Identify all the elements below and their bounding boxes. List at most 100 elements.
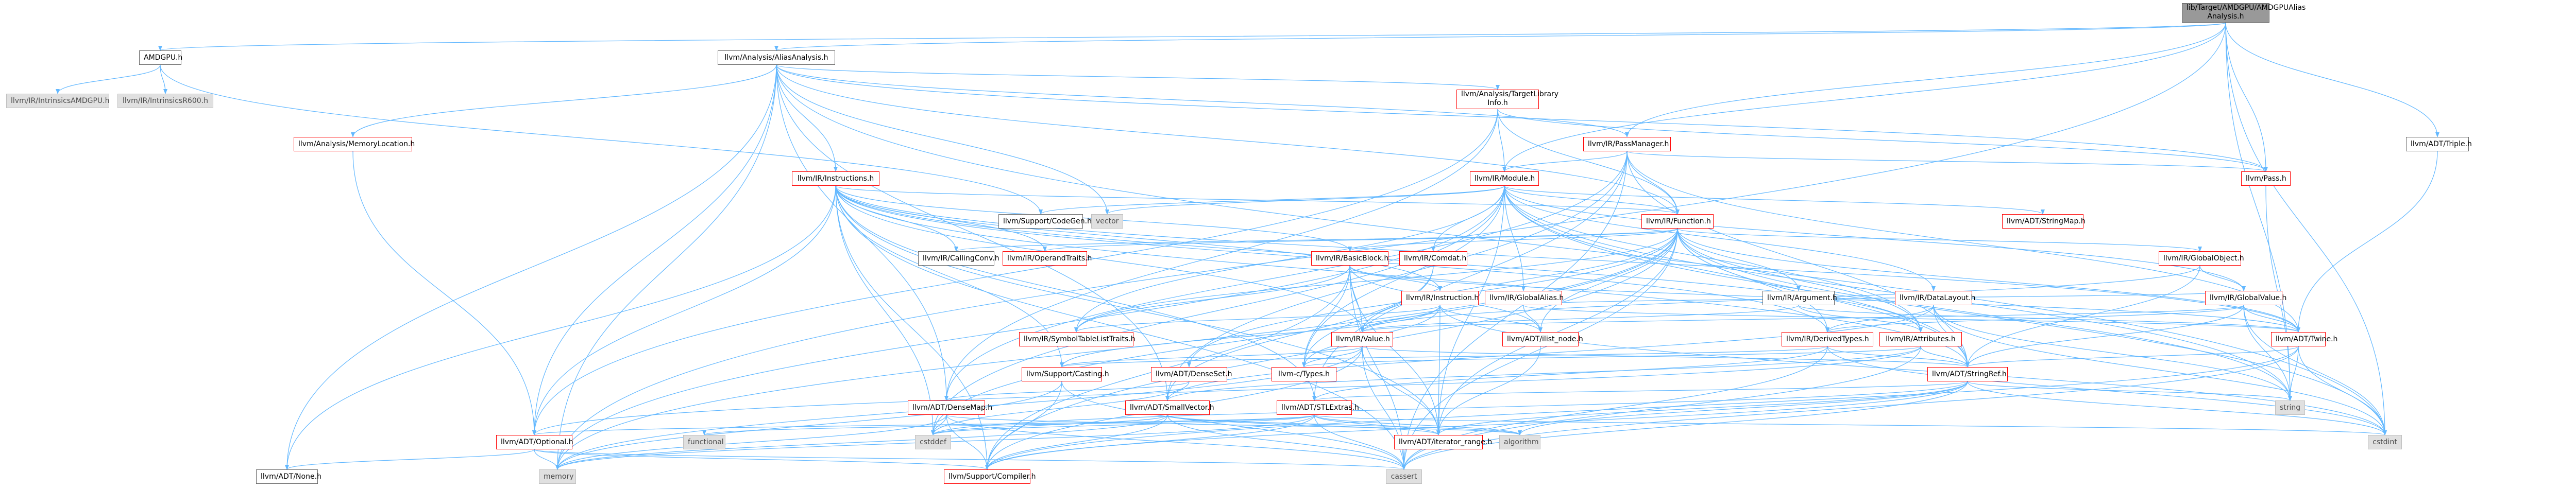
node-global-value[interactable]: llvm/IR/GlobalValue.h (2205, 291, 2286, 305)
edge (1060, 346, 1828, 368)
edge (931, 381, 1190, 435)
edge (1933, 305, 2387, 435)
node-llvm-c-types[interactable]: llvm-c/Types.h (1272, 367, 1336, 381)
edge (285, 185, 836, 470)
node-pass-manager[interactable]: llvm/IR/PassManager.h (1583, 137, 1671, 151)
node-cstddef[interactable]: cstddef (915, 435, 951, 449)
edge (532, 414, 1315, 435)
edge (534, 449, 1406, 470)
edge (1314, 414, 1522, 435)
edge (160, 64, 167, 94)
node-instruction[interactable]: llvm/IR/Instruction.h (1401, 291, 1479, 305)
node-alias-analysis[interactable]: llvm/Analysis/AliasAnalysis.h (718, 50, 835, 65)
node-instructions[interactable]: llvm/IR/Instructions.h (792, 171, 879, 186)
edge (534, 449, 560, 470)
edge (1436, 381, 1968, 435)
edge (1965, 265, 2200, 368)
node-string[interactable]: string (2275, 400, 2305, 415)
edge (776, 64, 838, 172)
edge (1677, 228, 1923, 333)
edge (1502, 22, 2226, 172)
node-intrinsics-amdgpu[interactable]: llvm/IR/IntrinsicsAMDGPU.h (6, 94, 109, 108)
edge (944, 109, 1498, 401)
edge (1165, 305, 1934, 401)
edge (1439, 305, 1543, 333)
edge (532, 185, 836, 435)
node-small-vector[interactable]: llvm/ADT/SmallVector.h (1125, 400, 1214, 415)
node-stl-extras[interactable]: llvm/ADT/STLExtras.h (1277, 400, 1359, 415)
node-pass[interactable]: llvm/Pass.h (2241, 171, 2291, 186)
node-compiler[interactable]: llvm/Support/Compiler.h (944, 469, 1036, 484)
node-operand-traits[interactable]: llvm/IR/OperandTraits.h (1003, 251, 1092, 266)
node-stringmap[interactable]: llvm/ADT/StringMap.h (2002, 214, 2086, 229)
node-stringref[interactable]: llvm/ADT/StringRef.h (1927, 367, 2008, 381)
edge (1167, 414, 1406, 470)
node-casting[interactable]: llvm/Support/Casting.h (1022, 367, 1109, 381)
edge (1314, 414, 2387, 435)
node-twine[interactable]: llvm/ADT/Twine.h (2271, 332, 2337, 346)
edge (1497, 109, 2268, 172)
edge (555, 185, 1505, 470)
node-dense-map[interactable]: llvm/ADT/DenseMap.h (908, 400, 992, 415)
edge (1402, 381, 1968, 470)
edge (1312, 151, 1628, 401)
node-triple[interactable]: llvm/ADT/Triple.h (2406, 137, 2472, 151)
edge (1827, 346, 1970, 368)
edge (835, 185, 1406, 470)
node-global-object[interactable]: llvm/IR/GlobalObject.h (2159, 251, 2244, 266)
node-dense-set[interactable]: llvm/ADT/DenseSet.h (1151, 367, 1232, 381)
node-value[interactable]: llvm/IR/Value.h (1331, 332, 1393, 346)
node-function[interactable]: llvm/IR/Function.h (1641, 214, 1714, 229)
edge (1497, 109, 1680, 215)
node-ilist-node[interactable]: llvm/ADT/ilist_node.h (1502, 332, 1583, 346)
edge (776, 64, 1500, 90)
edge (944, 381, 1190, 401)
node-calling-conv[interactable]: llvm/IR/CallingConv.h (918, 251, 999, 266)
edge (555, 381, 1062, 470)
node-vector[interactable]: vector (1091, 214, 1123, 229)
node-memory-location[interactable]: llvm/Analysis/MemoryLocation.h (294, 137, 415, 151)
edge (555, 414, 1168, 470)
edge (1825, 305, 2244, 333)
edge (1677, 228, 2300, 333)
node-cassert[interactable]: cassert (1386, 469, 1422, 484)
edge (1302, 346, 1921, 368)
root-node[interactable]: lib/Target/AMDGPU/AMDGPUAlias Analysis.h (2182, 3, 2306, 23)
edge (985, 381, 1968, 470)
edge (351, 64, 777, 137)
node-global-alias[interactable]: llvm/IR/GlobalAlias.h (1485, 291, 1564, 305)
node-attributes[interactable]: llvm/IR/Attributes.h (1879, 332, 1962, 346)
edge (1349, 265, 1442, 291)
edge (1167, 414, 1522, 435)
node-none[interactable]: llvm/ADT/None.h (256, 469, 321, 484)
node-cstdint[interactable]: cstdint (2368, 435, 2402, 449)
node-iterator-range[interactable]: llvm/ADT/iterator_range.h (1394, 435, 1492, 449)
node-derived-types[interactable]: llvm/IR/DerivedTypes.h (1782, 332, 1873, 346)
node-data-layout[interactable]: llvm/IR/DataLayout.h (1895, 291, 1975, 305)
node-functional[interactable]: functional (683, 435, 725, 449)
node-argument[interactable]: llvm/IR/Argument.h (1762, 291, 1837, 305)
edge (1436, 185, 1505, 435)
node-module[interactable]: llvm/IR/Module.h (1470, 171, 1539, 186)
node-intrinsics-r600[interactable]: llvm/IR/IntrinsicsR600.h (117, 94, 213, 108)
node-memory[interactable]: memory (539, 469, 576, 484)
node-target-library-info[interactable]: llvm/Analysis/TargetLibrary Info.h (1456, 90, 1558, 109)
edge (835, 185, 989, 470)
node-codegen[interactable]: llvm/Support/CodeGen.h (998, 214, 1092, 229)
edge (1626, 151, 1970, 368)
edge (1302, 265, 1434, 368)
edge (1360, 228, 1678, 333)
node-algorithm[interactable]: algorithm (1499, 435, 1540, 449)
node-amdgpu[interactable]: AMDGPU.h (139, 50, 182, 65)
edge (555, 414, 947, 470)
edge (1302, 185, 1505, 368)
node-optional[interactable]: llvm/ADT/Optional.h (496, 435, 573, 449)
edge (1360, 305, 1440, 333)
node-comdat[interactable]: llvm/IR/Comdat.h (1399, 251, 1467, 266)
node-basic-block[interactable]: llvm/IR/BasicBlock.h (1311, 251, 1388, 266)
node-symbol-table-list-traits[interactable]: llvm/IR/SymbolTableListTraits.h (1019, 332, 1136, 346)
edge (1314, 414, 1440, 435)
edge (1933, 305, 2292, 401)
edge (56, 64, 161, 94)
edge (534, 449, 989, 470)
